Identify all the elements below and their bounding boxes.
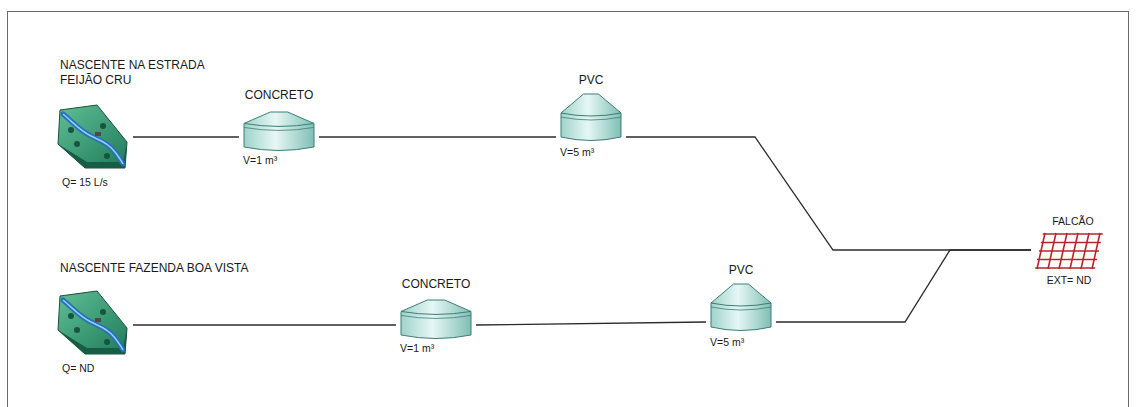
spring-icon bbox=[57, 290, 129, 356]
grid-icon bbox=[1035, 231, 1103, 271]
node-title: PVC bbox=[729, 263, 754, 278]
pipe-line bbox=[626, 137, 1031, 250]
reservoir-tank: CONCRETOV=1 m³ bbox=[243, 110, 315, 152]
pipe-line bbox=[133, 136, 239, 137]
tank-icon bbox=[560, 92, 622, 142]
node-title: FALCÃO bbox=[1052, 215, 1093, 228]
node-title: NASCENTE FAZENDA BOA VISTA bbox=[60, 261, 320, 276]
frame-border bbox=[8, 12, 1129, 407]
town-grid: FALCÃOEXT= ND bbox=[1035, 231, 1103, 271]
node-value: EXT= ND bbox=[1047, 274, 1092, 287]
spring-icon bbox=[57, 104, 129, 170]
reservoir-tank: PVCV=5 m³ bbox=[710, 282, 772, 332]
tank-icon bbox=[243, 110, 315, 152]
node-value: V=1 m³ bbox=[400, 342, 434, 355]
spring-node: NASCENTE NA ESTRADA FEIJÃO CRUQ= 15 L/s bbox=[57, 104, 129, 170]
node-title: CONCRETO bbox=[402, 277, 470, 292]
tank-icon bbox=[710, 282, 772, 332]
tank-icon bbox=[400, 298, 472, 340]
node-title: PVC bbox=[579, 73, 604, 88]
pipe-line bbox=[776, 250, 1031, 322]
node-value: V=1 m³ bbox=[243, 154, 277, 167]
node-value: V=5 m³ bbox=[560, 146, 594, 159]
reservoir-tank: PVCV=5 m³ bbox=[560, 92, 622, 142]
pipe-line bbox=[319, 136, 556, 137]
reservoir-tank: CONCRETOV=1 m³ bbox=[400, 298, 472, 340]
node-title: NASCENTE NA ESTRADA FEIJÃO CRU bbox=[60, 58, 235, 88]
pipe-line bbox=[476, 322, 706, 325]
spring-node: NASCENTE FAZENDA BOA VISTAQ= ND bbox=[57, 290, 129, 356]
node-value: V=5 m³ bbox=[710, 336, 744, 349]
node-value: Q= 15 L/s bbox=[62, 176, 108, 189]
node-title: CONCRETO bbox=[245, 88, 313, 103]
pipe-line bbox=[133, 324, 396, 325]
node-value: Q= ND bbox=[62, 362, 94, 375]
